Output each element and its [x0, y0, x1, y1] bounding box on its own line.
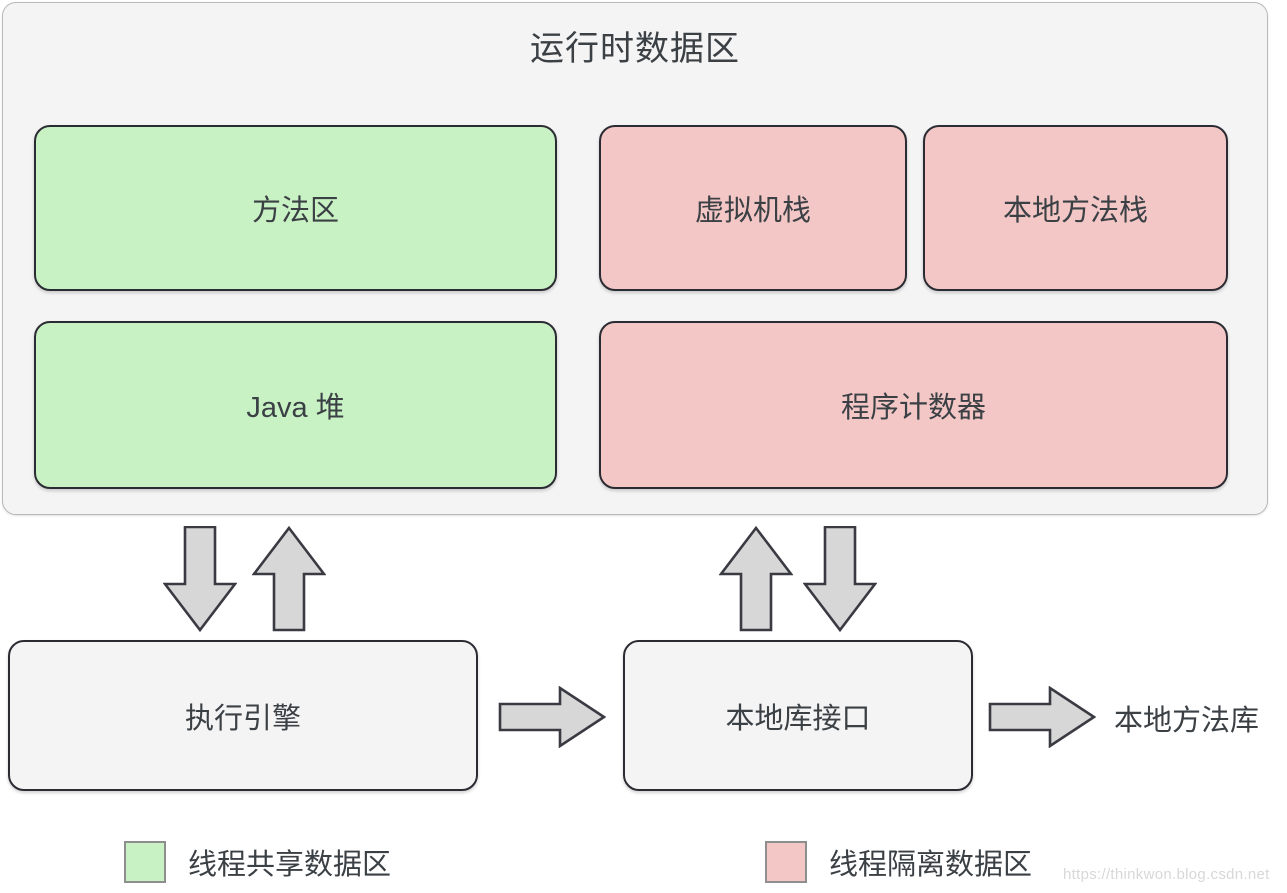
runtime-data-area-title: 运行时数据区 [530, 30, 740, 68]
arrow-right-icon-engine-to-native-interface [498, 686, 606, 748]
process-box-execution-engine[interactable]: 执行引擎 [8, 640, 478, 791]
legend-swatch-green [124, 841, 166, 883]
memory-box-label: 程序计数器 [840, 392, 986, 424]
memory-box-label: 本地方法栈 [1002, 195, 1148, 227]
arrow-right-icon-native-interface-to-native-library [988, 686, 1096, 748]
process-box-native-interface[interactable]: 本地库接口 [623, 640, 973, 791]
arrow-down-icon-engine-to-runtime [163, 526, 237, 632]
memory-box-native-method-stack[interactable]: 本地方法栈 [923, 125, 1228, 291]
arrow-up-icon-runtime-to-engine [252, 526, 326, 632]
legend-swatch-pink [765, 841, 807, 883]
arrow-up-icon-runtime-to-native-interface [719, 526, 793, 632]
process-box-label: 执行引擎 [184, 702, 301, 735]
legend-item-thread-shared: 线程共享数据区 [124, 841, 391, 883]
memory-box-label: 方法区 [251, 195, 339, 227]
arrow-down-icon-native-interface-to-runtime [803, 526, 877, 632]
memory-box-label: 虚拟机栈 [694, 195, 811, 227]
process-box-label: 本地库接口 [725, 702, 871, 735]
memory-box-method-area[interactable]: 方法区 [34, 125, 557, 291]
legend-item-thread-isolated: 线程隔离数据区 [765, 841, 1032, 883]
legend-label: 线程共享数据区 [188, 849, 392, 881]
memory-box-label: Java 堆 [246, 392, 345, 424]
native-library-label: 本地方法库 [1114, 705, 1260, 737]
memory-box-program-counter[interactable]: 程序计数器 [599, 321, 1228, 489]
memory-box-java-heap[interactable]: Java 堆 [34, 321, 557, 489]
runtime-data-area-container: 运行时数据区 方法区 虚拟机栈 本地方法栈 Java 堆 程序计数器 [2, 2, 1268, 515]
watermark-text: https://thinkwon.blog.csdn.net [1063, 866, 1270, 883]
memory-box-vm-stack[interactable]: 虚拟机栈 [599, 125, 907, 291]
legend-label: 线程隔离数据区 [829, 849, 1033, 881]
